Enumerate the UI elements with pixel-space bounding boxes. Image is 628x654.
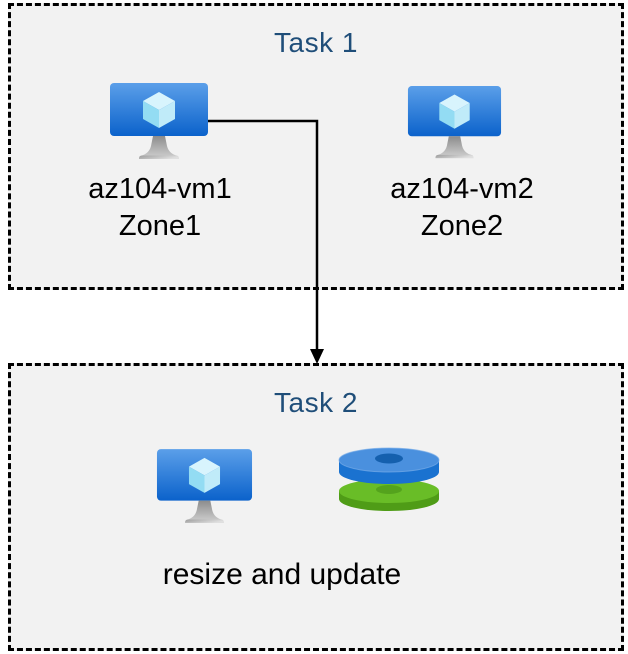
vm1-label: az104-vm1 Zone1 xyxy=(50,171,270,245)
disks-icon xyxy=(337,447,441,513)
vm2-zone: Zone2 xyxy=(420,210,504,242)
vm2-label: az104-vm2 Zone2 xyxy=(352,171,572,245)
virtual-machine-icon xyxy=(109,82,209,162)
task2-caption: resize and update xyxy=(162,558,402,591)
task2-box xyxy=(8,363,624,651)
vm2-name: az104-vm2 xyxy=(390,173,534,205)
task1-title: Task 1 xyxy=(274,27,358,58)
virtual-machine-icon xyxy=(156,448,253,526)
virtual-machine-icon xyxy=(407,85,502,161)
vm1-name: az104-vm1 xyxy=(88,173,232,205)
vm1-zone: Zone1 xyxy=(118,210,202,242)
task2-title: Task 2 xyxy=(274,387,358,418)
